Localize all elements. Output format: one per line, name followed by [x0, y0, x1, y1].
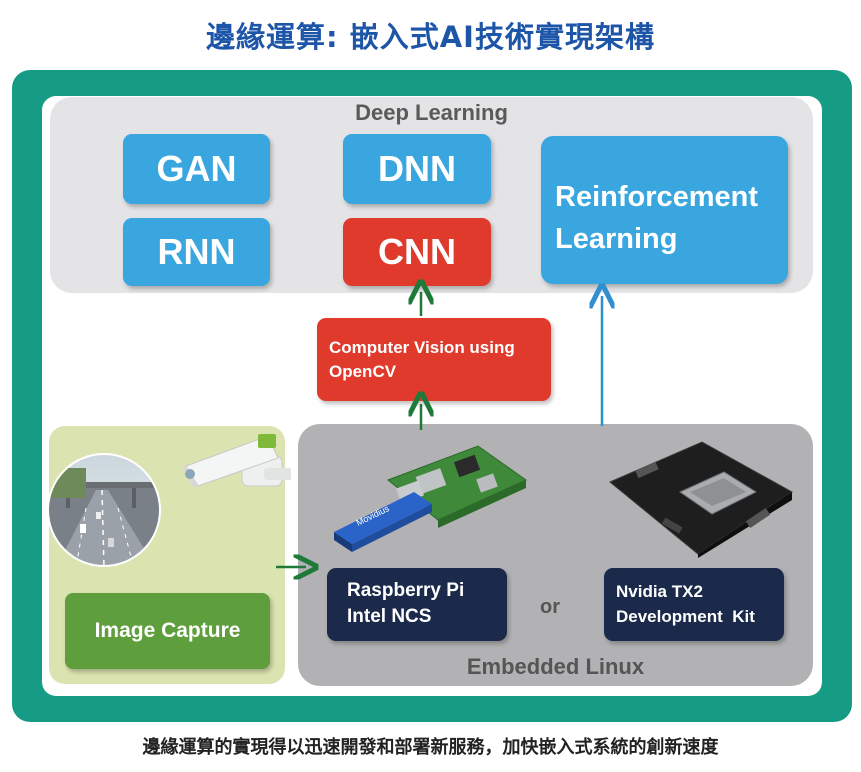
nvidia-line-1: Nvidia TX2	[616, 582, 703, 601]
nvidia-line-2: Development Kit	[616, 607, 755, 626]
highway-camera-illustration	[47, 434, 291, 567]
footer-caption: 邊緣運算的實現得以迅速開發和部署新服務，加快嵌入式系統的創新速度	[142, 737, 719, 758]
deep-learning-label: Deep Learning	[355, 100, 508, 125]
diagram-title: 邊緣運算: 嵌入式AI技術實現架構	[206, 20, 655, 54]
embedded-linux-label: Embedded Linux	[466, 654, 645, 679]
photo-frame	[47, 453, 161, 567]
security-camera-icon	[182, 434, 291, 488]
reinforcement-learning-box: Reinforcement Learning	[541, 136, 788, 284]
movidius-ncs-stick: Movidius	[334, 492, 432, 552]
or-label: or	[540, 596, 560, 618]
rpi-line-2: Intel NCS	[347, 606, 432, 627]
cv-line-2: OpenCV	[329, 362, 397, 381]
cv-line-1: Computer Vision using	[329, 338, 515, 357]
rnn-box: RNN	[123, 218, 270, 286]
raspberry-pi-ncs-illustration: Movidius	[334, 445, 527, 552]
reinforcement-line-2: Learning	[555, 223, 678, 255]
cnn-box: CNN	[343, 218, 491, 286]
computer-vision-box: Computer Vision using OpenCV	[317, 318, 551, 401]
image-capture-box: Image Capture	[65, 593, 270, 669]
nvidia-tx2-illustration	[609, 441, 793, 558]
rpi-line-1: Raspberry Pi	[347, 580, 465, 601]
dnn-box: DNN	[343, 134, 491, 204]
gan-box: GAN	[123, 134, 270, 204]
nvidia-tx2-box: Nvidia TX2 Development Kit	[604, 568, 784, 641]
reinforcement-line-1: Reinforcement	[555, 181, 759, 213]
raspberry-pi-ncs-box: Raspberry Pi Intel NCS	[327, 568, 507, 641]
